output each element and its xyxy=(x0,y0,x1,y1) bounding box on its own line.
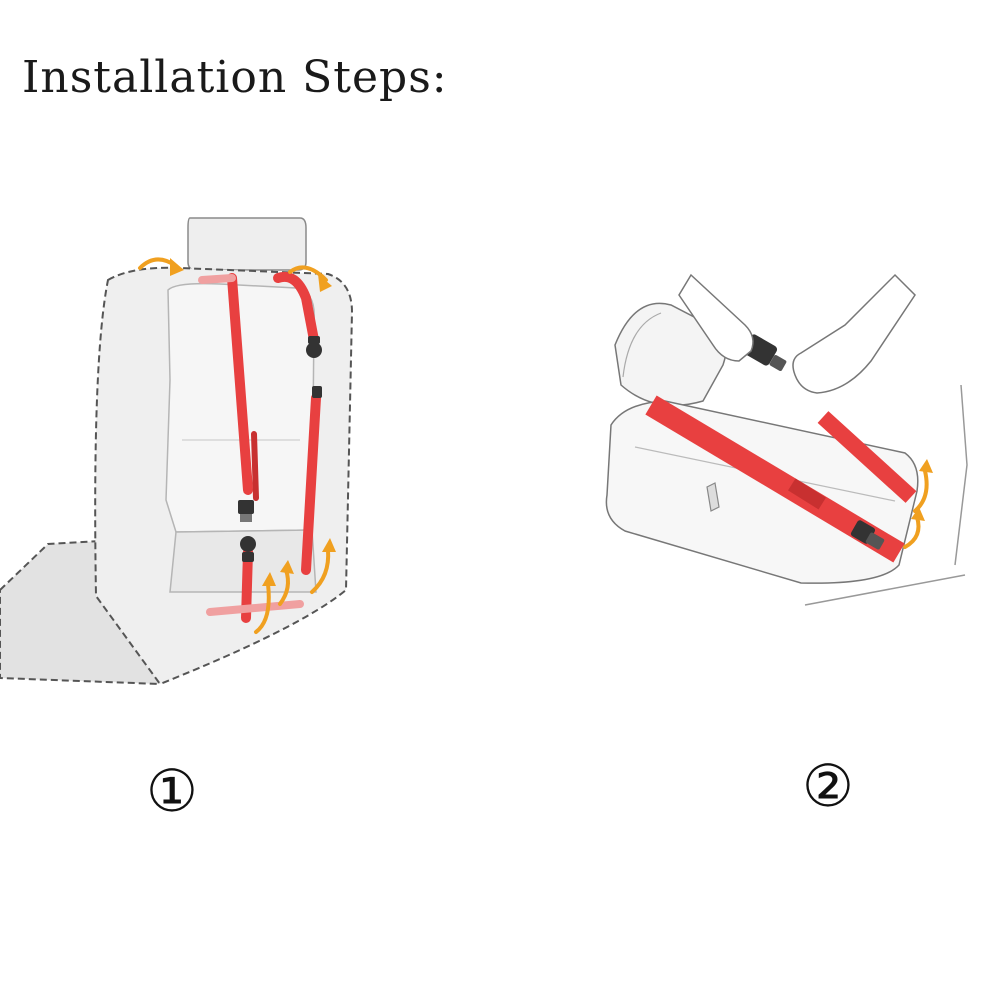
step-1-number: ① xyxy=(146,757,198,825)
page-title: Installation Steps: xyxy=(22,52,448,103)
headrest xyxy=(187,217,307,271)
step-2-illustration xyxy=(605,273,968,606)
buckles xyxy=(238,336,322,562)
seat-cushion xyxy=(605,400,919,584)
step-1-illustration xyxy=(0,217,354,686)
red-straps xyxy=(198,272,321,623)
arrow-heads xyxy=(911,459,933,521)
arrows xyxy=(903,469,929,549)
arrow-heads xyxy=(170,258,336,586)
step-2-number: ② xyxy=(802,752,854,820)
hands xyxy=(678,273,916,394)
